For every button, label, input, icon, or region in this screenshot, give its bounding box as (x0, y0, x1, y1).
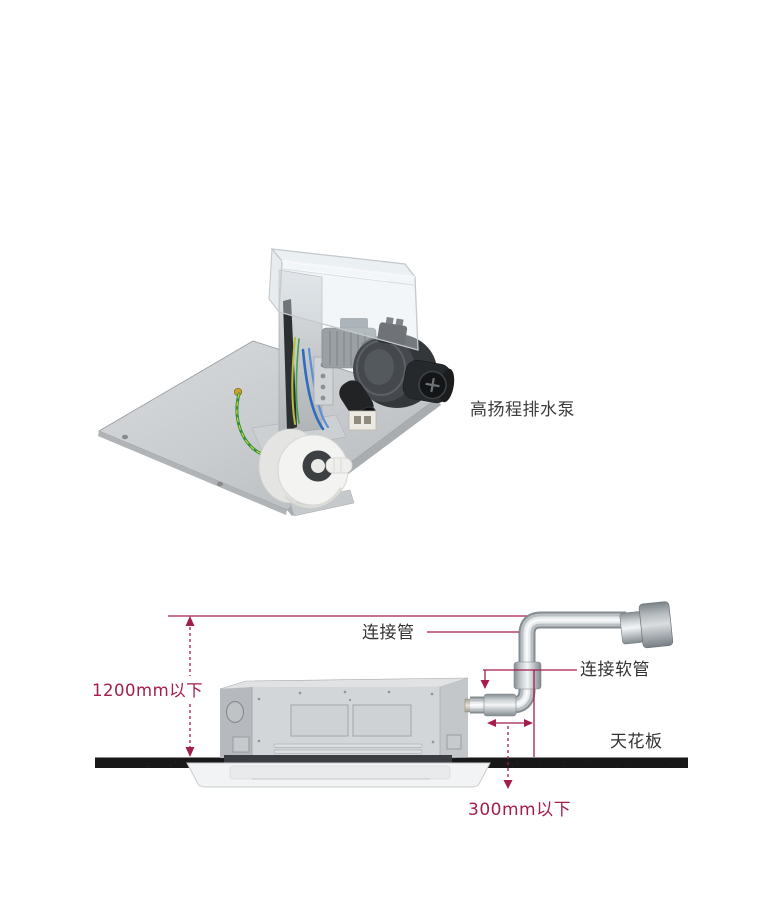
pump-outlet-nozzle (402, 359, 455, 404)
offset-dimension-label: 300mm以下 (468, 800, 572, 820)
indoor-unit (186, 677, 491, 788)
pump-frame (278, 269, 323, 435)
ceiling-label: 天花板 (610, 732, 663, 752)
pipe-label: 连接管 (362, 623, 415, 643)
drain-pipe (464, 601, 674, 717)
hose-label: 连接软管 (580, 660, 650, 680)
height-dimension-label: 1200mm以下 (92, 681, 204, 700)
installation-diagram (95, 601, 688, 789)
pump-clear-cover (268, 247, 419, 351)
pump-caption: 高扬程排水泵 (470, 400, 575, 420)
dimension-lines (427, 631, 577, 789)
pipe-end-fitting (619, 601, 674, 649)
pump-photo (97, 247, 455, 517)
pump-float (258, 428, 355, 517)
pump-motor (313, 316, 455, 431)
decoration-panel (186, 762, 491, 788)
